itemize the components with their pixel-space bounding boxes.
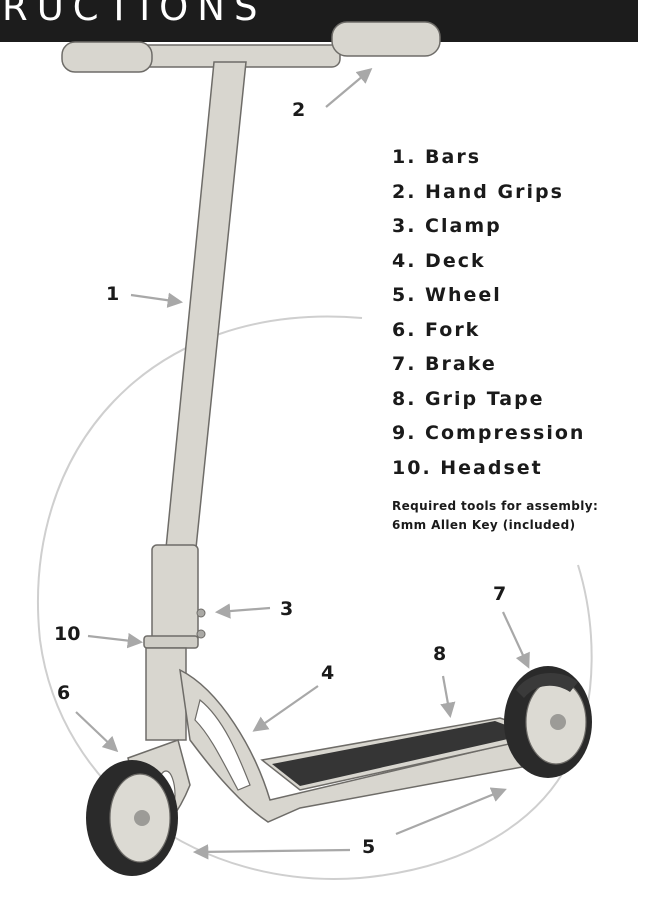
callout-7: 7	[493, 583, 507, 605]
part-item: 3. Clamp	[392, 215, 502, 237]
arrow-1	[130, 292, 184, 308]
brake	[516, 672, 578, 698]
arrow-10	[87, 632, 144, 649]
bar-stem	[165, 61, 247, 549]
part-item: 6. Fork	[392, 318, 481, 341]
arrow-5-rear	[395, 787, 507, 836]
clamp-bolt	[196, 608, 206, 618]
arrow-8	[440, 675, 456, 719]
grip-tape	[272, 721, 530, 786]
handlebar	[61, 21, 441, 73]
tools-note-line: Required tools for assembly:	[392, 499, 599, 513]
right-grip	[331, 21, 441, 57]
banner-title: RUCTIONS	[2, 0, 267, 29]
part-item: 4. Deck	[392, 249, 486, 272]
callout-6: 6	[57, 682, 71, 704]
part-item: 7. Brake	[392, 353, 497, 375]
callout-arrows	[75, 68, 530, 860]
part-item: 10. Headset	[392, 456, 543, 479]
rear-wheel	[504, 666, 592, 778]
tools-note-line: 6mm Allen Key (included)	[392, 518, 576, 532]
parts-list: 1. Bars 2. Hand Grips 3. Clamp 4. Deck 5…	[392, 140, 585, 485]
arrow-6	[75, 711, 119, 753]
left-grip	[61, 41, 153, 73]
arrow-3	[214, 603, 271, 619]
callout-1: 1	[106, 283, 120, 305]
callout-5: 5	[362, 836, 376, 858]
headset	[143, 635, 199, 741]
part-item: 2. Hand Grips	[392, 180, 564, 203]
part-item: 1. Bars	[392, 146, 482, 168]
callout-10: 10	[54, 623, 81, 645]
clamp-bolt	[196, 629, 206, 639]
callout-8: 8	[433, 643, 447, 665]
tools-note: Required tools for assembly: 6mm Allen K…	[392, 497, 598, 535]
callout-4: 4	[321, 662, 335, 684]
callout-3: 3	[280, 598, 294, 620]
arrow-5-front	[192, 844, 351, 860]
part-item: 9. Compression	[392, 422, 586, 444]
neck-cutout	[194, 698, 251, 791]
arrow-7	[502, 611, 530, 669]
clamp	[151, 544, 206, 644]
arrow-4	[252, 685, 319, 732]
arrow-2	[325, 68, 373, 108]
part-item: 8. Grip Tape	[392, 387, 545, 410]
front-wheel	[86, 760, 178, 876]
header-banner: RUCTIONS	[0, 0, 638, 42]
callout-2: 2	[292, 99, 306, 121]
part-item: 5. Wheel	[392, 284, 502, 306]
